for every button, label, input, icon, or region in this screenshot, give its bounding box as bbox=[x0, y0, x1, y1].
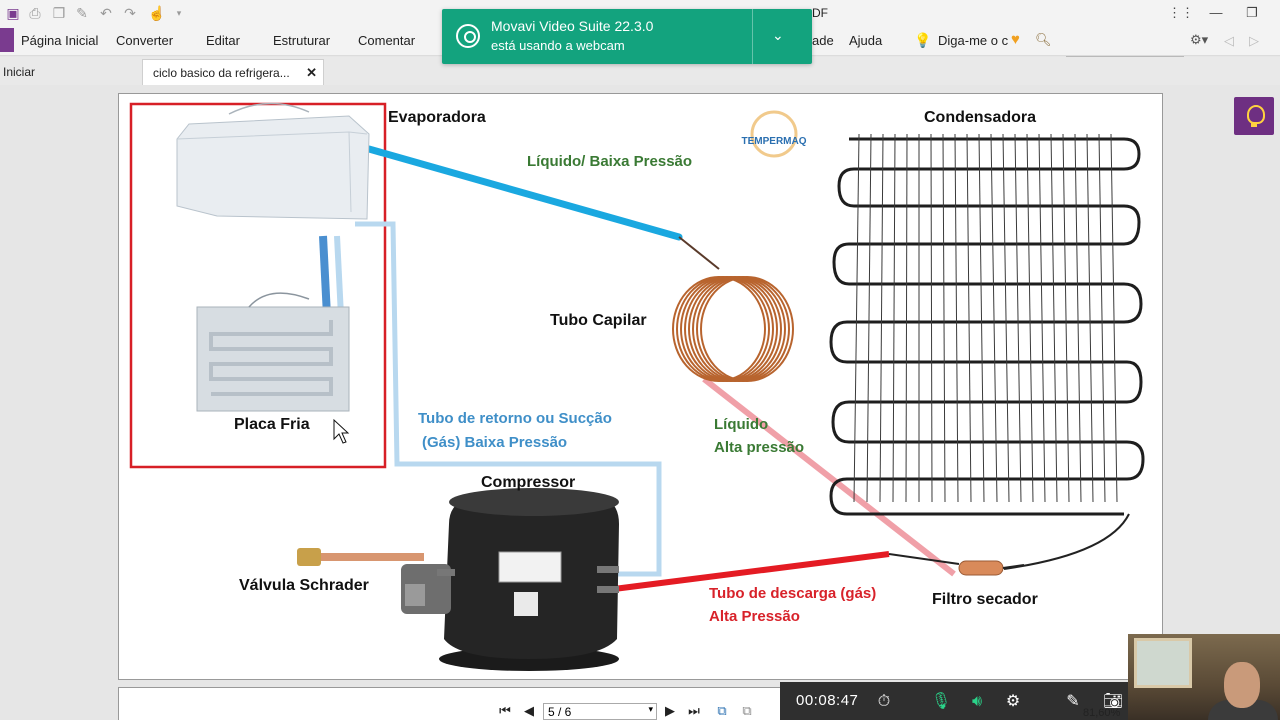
filter-dryer bbox=[958, 560, 1025, 576]
menu-ajuda[interactable]: Ajuda bbox=[849, 33, 883, 48]
tab-document-label: ciclo basico da refrigera... bbox=[153, 66, 290, 80]
menu-fragment[interactable]: ade bbox=[812, 33, 834, 48]
refrigeration-cycle-diagram: TEMPERMAQ Evaporadora Condensadora Líqui… bbox=[129, 102, 1145, 671]
liquid-high-pressure-tube bbox=[702, 376, 956, 577]
previous-page-icon[interactable]: ◀ bbox=[524, 703, 534, 718]
prev-arrow-icon[interactable]: ◁ bbox=[1224, 33, 1234, 48]
webcam-notification[interactable]: Movavi Video Suite 22.3.0 está usando a … bbox=[442, 9, 812, 64]
mouse-cursor-icon bbox=[333, 418, 350, 444]
label-liquido: Líquido bbox=[714, 416, 768, 433]
microphone-icon[interactable]: 🎙︎ bbox=[930, 693, 952, 710]
page-layout-icon[interactable]: ⧉ bbox=[717, 703, 727, 718]
print-icon[interactable]: ⎙ bbox=[29, 5, 41, 21]
speaker-icon[interactable]: 🔊︎ bbox=[971, 693, 983, 710]
webcam-person-body bbox=[1208, 700, 1278, 720]
menu-editar[interactable]: Editar bbox=[206, 33, 240, 48]
recording-timer: 00:08:47 bbox=[796, 692, 859, 709]
label-valvula-schrader: Válvula Schrader bbox=[239, 577, 369, 594]
tell-me-box[interactable]: Diga-me o c bbox=[938, 33, 1009, 48]
condenser-outlet bbox=[1003, 513, 1130, 570]
last-page-icon[interactable]: ⏭ bbox=[688, 703, 700, 718]
label-filtro-secador: Filtro secador bbox=[932, 591, 1038, 608]
maximize-button[interactable]: ❐ bbox=[1246, 5, 1258, 20]
lightbulb-icon: 💡 bbox=[914, 32, 932, 48]
notification-separator bbox=[752, 9, 753, 64]
copy-icon[interactable]: ❐ bbox=[52, 5, 66, 21]
page-number-field[interactable]: 5 / 6 ▾ bbox=[543, 703, 657, 720]
cold-plate-tube-dark bbox=[319, 235, 331, 317]
capillary-connection bbox=[678, 236, 720, 270]
zoom-level[interactable]: 81,60% bbox=[1083, 707, 1121, 719]
first-page-icon[interactable]: ⏮ bbox=[499, 703, 511, 718]
suction-return-tube bbox=[355, 221, 662, 577]
tempermaq-logo: TEMPERMAQ bbox=[742, 110, 807, 158]
liquid-low-pressure-tube bbox=[365, 145, 683, 241]
label-tubo-capilar: Tubo Capilar bbox=[550, 312, 647, 329]
page-indicator: 5 / 6 bbox=[548, 705, 572, 719]
evaporator-box bbox=[176, 102, 370, 220]
window-title-fragment: DF bbox=[812, 6, 828, 20]
save-icon[interactable]: ▣ bbox=[6, 5, 20, 21]
label-compressor: Compressor bbox=[481, 474, 575, 491]
label-alta-pressao: Alta pressão bbox=[714, 439, 804, 456]
capillary-coil bbox=[672, 276, 794, 382]
chevron-down-icon[interactable]: ▾ bbox=[176, 8, 182, 18]
webcam-overlay bbox=[1128, 634, 1280, 720]
minimize-button[interactable]: — bbox=[1209, 5, 1223, 20]
menu-converter[interactable]: Converter bbox=[116, 33, 174, 48]
restore-layout-icon[interactable]: ⋮⋮ bbox=[1168, 5, 1194, 20]
settings-gear-icon[interactable]: ⚙ bbox=[1005, 693, 1021, 710]
menu-comentar[interactable]: Comentar bbox=[358, 33, 416, 48]
label-liquido-baixa-pressao: Líquido/ Baixa Pressão bbox=[527, 153, 692, 170]
page-layout-alt-icon[interactable]: ⧉ bbox=[742, 703, 752, 718]
redo-icon[interactable]: ↷ bbox=[124, 5, 136, 21]
edit-icon[interactable]: ✎ bbox=[76, 5, 88, 21]
close-tab-icon[interactable]: ✕ bbox=[306, 65, 317, 80]
chevron-down-icon[interactable]: ⌄ bbox=[772, 27, 784, 43]
webcam-person-face bbox=[1224, 662, 1260, 708]
timer-icon[interactable]: ⏱ bbox=[877, 693, 891, 710]
cold-plate bbox=[196, 292, 350, 412]
screen-recorder-panel: 00:08:47 ⏱ 🎙︎ 🔊︎ ⚙ ✎ 📷︎ bbox=[780, 682, 1130, 720]
next-arrow-icon[interactable]: ▷ bbox=[1249, 33, 1259, 48]
find-folder-icon[interactable]: 🔍︎ bbox=[1035, 32, 1052, 47]
chevron-down-icon[interactable]: ▾ bbox=[648, 704, 653, 714]
camera-icon[interactable]: 📷︎ bbox=[1102, 693, 1124, 710]
page-navigation: ⏮ ◀ 5 / 6 ▾ ▶ ⏭ ⧉ ⧉ bbox=[480, 702, 780, 720]
logo-text: TEMPERMAQ bbox=[742, 136, 807, 147]
webcam-icon bbox=[456, 24, 480, 48]
webcam-background-window bbox=[1134, 638, 1192, 688]
heart-icon[interactable]: ♥ bbox=[1011, 31, 1020, 48]
schrader-valve bbox=[297, 548, 424, 566]
compressor bbox=[401, 488, 619, 671]
tab-document[interactable]: ciclo basico da refrigera... ✕ bbox=[142, 59, 324, 85]
undo-icon[interactable]: ↶ bbox=[100, 5, 112, 21]
notification-title: Movavi Video Suite 22.3.0 bbox=[491, 18, 654, 34]
label-gas-baixa-pressao: (Gás) Baixa Pressão bbox=[422, 434, 567, 451]
label-evaporadora: Evaporadora bbox=[388, 109, 486, 126]
pencil-icon[interactable]: ✎ bbox=[1066, 693, 1080, 710]
label-placa-fria: Placa Fria bbox=[234, 416, 310, 433]
label-condensadora: Condensadora bbox=[924, 109, 1036, 126]
tab-iniciar[interactable]: Iniciar bbox=[3, 65, 36, 79]
notification-subtitle: está usando a webcam bbox=[491, 38, 625, 53]
discharge-tube bbox=[613, 551, 890, 592]
next-page-icon[interactable]: ▶ bbox=[665, 703, 675, 718]
menu-pagina-inicial[interactable]: Página Inicial bbox=[21, 33, 99, 48]
file-menu-accent[interactable] bbox=[0, 28, 14, 52]
label-tubo-descarga: Tubo de descarga (gás) bbox=[709, 585, 876, 602]
cold-plate-tube-light bbox=[334, 235, 344, 317]
label-descarga-alta-pressao: Alta Pressão bbox=[709, 608, 800, 625]
menu-estruturar[interactable]: Estruturar bbox=[273, 33, 331, 48]
hand-tool-icon[interactable]: ☝ bbox=[148, 5, 166, 21]
tips-lightbulb-button[interactable] bbox=[1234, 97, 1274, 135]
document-viewer[interactable]: TEMPERMAQ Evaporadora Condensadora Líqui… bbox=[0, 85, 1280, 720]
condenser bbox=[829, 133, 1145, 516]
settings-gear-icon[interactable]: ⚙▾ bbox=[1190, 32, 1209, 47]
label-tubo-retorno: Tubo de retorno ou Sucção bbox=[418, 410, 612, 427]
pdf-page: TEMPERMAQ Evaporadora Condensadora Líqui… bbox=[118, 93, 1163, 680]
filter-inlet bbox=[888, 553, 960, 565]
